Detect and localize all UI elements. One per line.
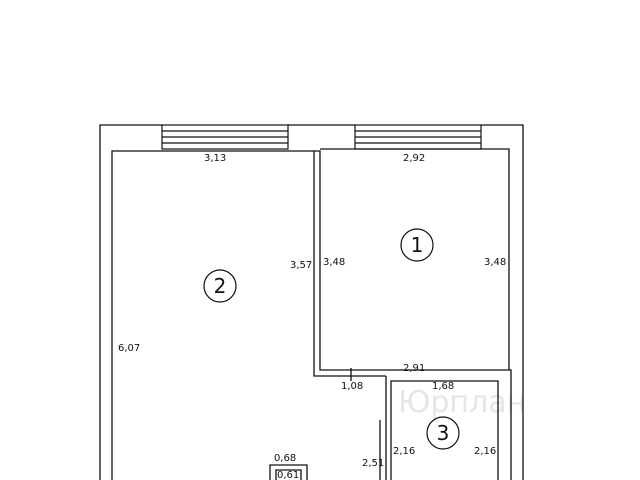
room-3-circle: [426, 416, 460, 450]
outer-wall: [99, 124, 524, 480]
dim-niche-top: 0,68: [274, 453, 296, 464]
dim-niche-inner: 0,61: [277, 470, 299, 480]
corridor-wall: [379, 376, 387, 480]
room-2-circle: [203, 269, 237, 303]
room-2-number: 2: [214, 274, 227, 298]
room-1-outline: [320, 148, 510, 370]
dim-room2-left: 6,07: [118, 343, 140, 354]
room-3-outline: [390, 380, 499, 480]
dim-room2-right: 3,57: [290, 260, 312, 271]
room-2-outline: [111, 150, 386, 480]
watermark-text: Юрплан: [398, 385, 526, 420]
dim-corridor-width: 1,08: [341, 381, 363, 392]
window-left: [161, 124, 289, 150]
niche-outline: [269, 464, 308, 480]
dim-room1-right: 3,48: [484, 257, 506, 268]
dim-room3-top: 1,68: [432, 381, 454, 392]
room-3-number: 3: [437, 421, 450, 445]
dim-room3-right: 2,16: [474, 446, 496, 457]
dim-room1-bottom: 2,91: [403, 363, 425, 374]
room-1-circle: [400, 228, 434, 262]
dim-room1-left: 3,48: [323, 257, 345, 268]
dim-room2-top: 3,13: [204, 153, 226, 164]
dim-room1-top: 2,92: [403, 153, 425, 164]
dim-room3-left: 2,16: [393, 446, 415, 457]
dim-corridor-side: 2,51: [362, 458, 384, 469]
window-right: [354, 124, 482, 150]
room-1-number: 1: [411, 233, 424, 257]
partition-wall: [314, 150, 512, 480]
